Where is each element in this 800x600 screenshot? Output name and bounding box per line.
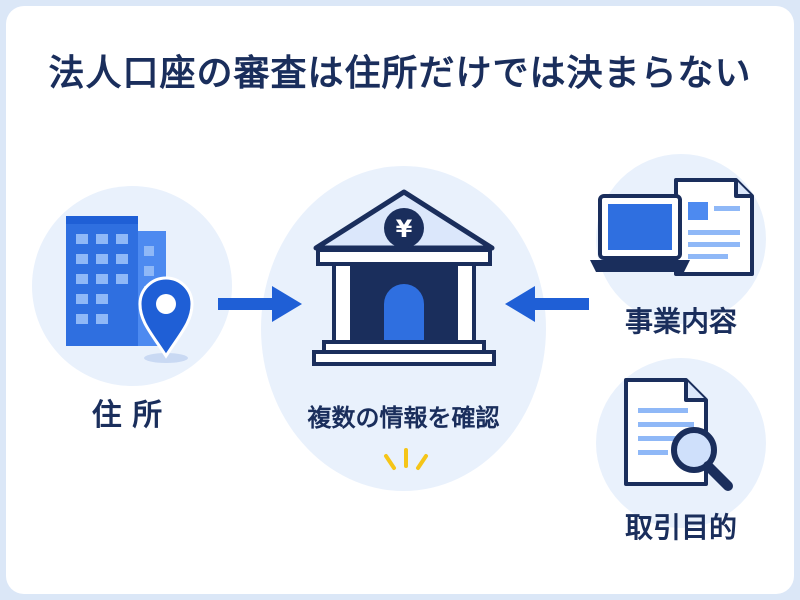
laptop-and-document-icon	[590, 178, 754, 276]
arrow-right-icon	[218, 286, 302, 322]
arrow-left-icon	[505, 286, 589, 322]
svg-text:¥: ¥	[396, 215, 413, 243]
business-label: 事業内容	[624, 305, 737, 338]
address-label: 住 所	[91, 398, 163, 433]
page-title: 法人口座の審査は住所だけでは決まらない	[48, 53, 752, 94]
purpose-label: 取引目的	[624, 511, 737, 544]
sparkle-icon	[384, 448, 428, 470]
document-magnifier-icon	[624, 378, 733, 491]
bank-yen-icon: ¥	[312, 189, 496, 366]
building-with-location-pin-icon	[66, 216, 194, 363]
center-label: 複数の情報を確認	[307, 404, 500, 432]
diagram-card: 法人口座の審査は住所だけでは決まらない 住 所 ¥	[6, 6, 794, 594]
